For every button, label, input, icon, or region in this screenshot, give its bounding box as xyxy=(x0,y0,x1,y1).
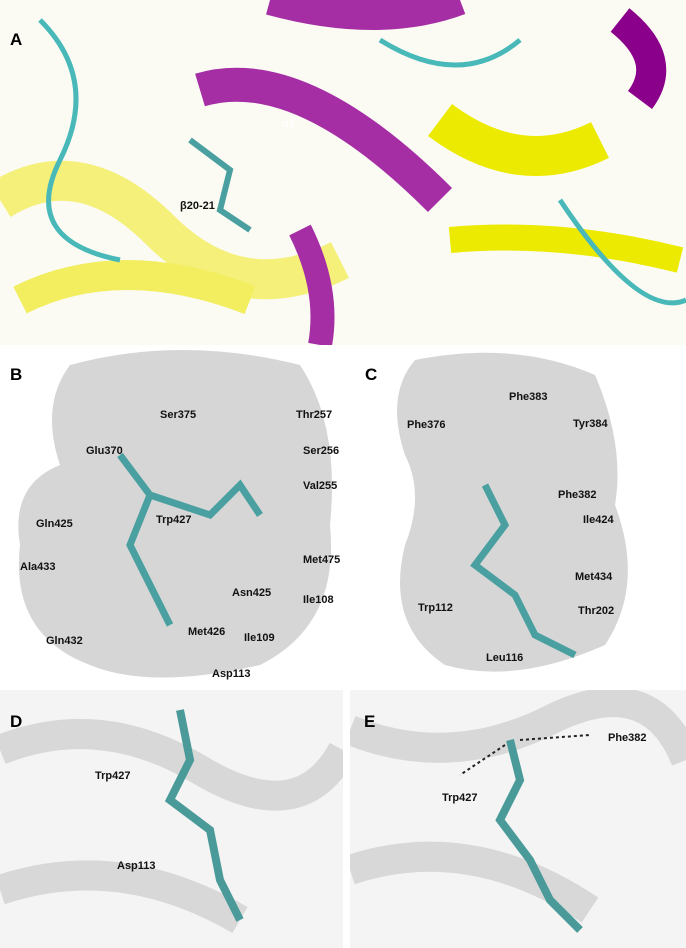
residue-label: Tyr384 xyxy=(573,418,608,430)
residue-label: Gln425 xyxy=(36,518,73,530)
panel-letter-c: C xyxy=(365,365,378,384)
label-beta20-21: β20-21 xyxy=(180,200,215,212)
residue-label: Ala433 xyxy=(20,561,56,573)
panel-a: A α1 β20-21 xyxy=(0,0,686,345)
residue-label: Trp427 xyxy=(95,770,131,782)
residue-label: Ile109 xyxy=(244,632,275,644)
panel-d: D Trp427 Asp113 xyxy=(0,690,343,948)
residue-label: Thr202 xyxy=(578,605,615,617)
residue-label: Asn425 xyxy=(232,587,272,599)
surface-b xyxy=(18,350,332,678)
residue-label: Ser256 xyxy=(303,445,340,457)
panel-letter-d: D xyxy=(10,712,23,731)
surface-c xyxy=(397,352,628,672)
residue-label: Leu116 xyxy=(486,652,524,664)
residue-label: Met475 xyxy=(303,554,341,566)
residue-label: Thr257 xyxy=(296,409,333,421)
residue-label: Met434 xyxy=(575,571,613,583)
structure-d xyxy=(0,709,343,933)
residue-label: Met426 xyxy=(188,626,226,638)
residue-label: Gln432 xyxy=(46,635,83,647)
panel-e: E Phe382 Trp427 xyxy=(350,690,686,948)
panel-letter-b: B xyxy=(10,365,23,384)
panel-letter-e: E xyxy=(364,712,376,731)
residue-label: Asp113 xyxy=(212,668,251,680)
residue-label: Trp427 xyxy=(156,514,192,526)
panel-letter-a: A xyxy=(10,30,23,49)
residue-label: Glu370 xyxy=(86,445,123,457)
panel-c: C Phe383 Phe376 Tyr384 Phe382 Ile424 Met… xyxy=(345,345,686,690)
residue-label: Ser375 xyxy=(160,409,197,421)
residue-label: Val255 xyxy=(303,480,338,492)
structure-e xyxy=(350,690,686,933)
protein-ribbon-a xyxy=(0,0,686,345)
panel-b: B Ser375 Thr257 Glu370 Ser256 Val255 Trp… xyxy=(0,345,345,690)
residue-label: Phe376 xyxy=(407,419,446,431)
residue-label: Ile424 xyxy=(583,514,614,526)
residue-label: Trp112 xyxy=(418,602,453,614)
residue-label: Phe382 xyxy=(608,732,647,744)
residue-label: Trp427 xyxy=(442,792,478,804)
residue-label: Phe383 xyxy=(509,391,548,403)
residue-label: Asp113 xyxy=(117,860,156,872)
label-alpha1: α1 xyxy=(282,118,295,130)
residue-label: Ile108 xyxy=(303,594,334,606)
residue-label: Phe382 xyxy=(558,489,597,501)
